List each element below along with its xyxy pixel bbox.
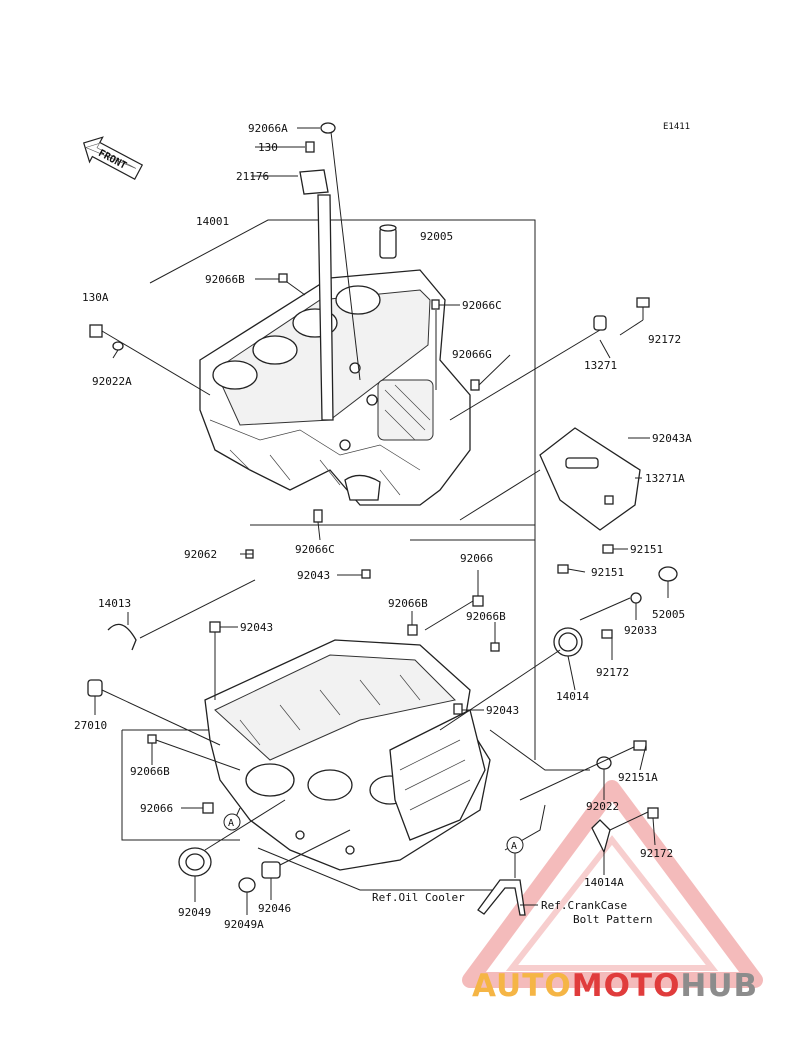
callout-92043-left: 92043	[240, 621, 273, 634]
watermark-triangle	[462, 780, 763, 988]
small-parts	[87, 273, 678, 916]
callout-92049A: 92049A	[224, 918, 264, 931]
callout-14013: 14013	[98, 597, 131, 610]
watermark-part-moto: MOTO	[572, 968, 681, 1004]
callout-13271A: 13271A	[645, 472, 685, 485]
callout-92151-right: 92151	[630, 543, 663, 556]
ref-crankcase-line2: Bolt Pattern	[573, 913, 652, 926]
ref-crankcase-line1: Ref.CrankCase	[541, 899, 627, 912]
callout-52005: 52005	[652, 608, 685, 621]
callout-92043A: 92043A	[652, 432, 692, 445]
ref-oil-cooler: Ref.Oil Cooler	[372, 891, 465, 904]
marker-a-1: A	[223, 813, 241, 831]
upper-crankcase	[199, 122, 471, 506]
callout-92033: 92033	[624, 624, 657, 637]
callout-27010: 27010	[74, 719, 107, 732]
watermark: AUTOMOTOHUB	[462, 780, 763, 1004]
callout-92022A: 92022A	[92, 375, 132, 388]
callout-92043-mid: 92043	[297, 569, 330, 582]
callouts: 92066A 130 21176 14001 92005 92066B 130A…	[74, 122, 692, 931]
callout-92005: 92005	[420, 230, 453, 243]
callout-92172-mid: 92172	[596, 666, 629, 679]
callout-92172-bottom: 92172	[640, 847, 673, 860]
callout-92066B-mid: 92066B	[388, 597, 428, 610]
marker-a-2-label: A	[511, 841, 517, 852]
marker-a-1-label: A	[228, 818, 234, 829]
watermark-part-hub: HUB	[680, 968, 758, 1004]
callout-92049: 92049	[178, 906, 211, 919]
callout-21176: 21176	[236, 170, 269, 183]
callout-13271: 13271	[584, 359, 617, 372]
lower-crankcase	[204, 639, 491, 871]
figure-code: E1411	[663, 122, 690, 132]
reference-labels: Ref.Oil Cooler Ref.CrankCase Bolt Patter…	[372, 891, 652, 926]
callout-92022: 92022	[586, 800, 619, 813]
assembly-brackets	[121, 219, 590, 891]
callout-130: 130	[258, 141, 278, 154]
callout-92151A: 92151A	[618, 771, 658, 784]
callout-92066A-top: 92066A	[248, 122, 288, 135]
callout-92062: 92062	[184, 548, 217, 561]
callout-14014: 14014	[556, 690, 589, 703]
callout-92066B-top: 92066B	[205, 273, 245, 286]
callout-92151-bottom: 92151	[591, 566, 624, 579]
leader-lines	[94, 127, 669, 915]
front-arrow-icon: FRONT	[82, 136, 144, 180]
callout-92043-bottom: 92043	[486, 704, 519, 717]
callout-92046: 92046	[258, 902, 291, 915]
watermark-triangle-inner	[505, 835, 719, 971]
callout-14001: 14001	[196, 215, 229, 228]
callout-14014A: 14014A	[584, 876, 624, 889]
marker-a-2: A	[506, 836, 524, 854]
callout-92066B-left: 92066B	[130, 765, 170, 778]
callout-92066-mid: 92066	[460, 552, 493, 565]
watermark-text: AUTOMOTOHUB	[472, 968, 758, 1004]
callout-92066C-bottom: 92066C	[295, 543, 335, 556]
watermark-part-auto: AUTO	[472, 968, 572, 1004]
callout-92066G: 92066G	[452, 348, 492, 361]
callout-92066-left: 92066	[140, 802, 173, 815]
callout-92066B-right: 92066B	[466, 610, 506, 623]
callout-92172-top: 92172	[648, 333, 681, 346]
callout-92066C-right: 92066C	[462, 299, 502, 312]
callout-130A: 130A	[82, 291, 109, 304]
